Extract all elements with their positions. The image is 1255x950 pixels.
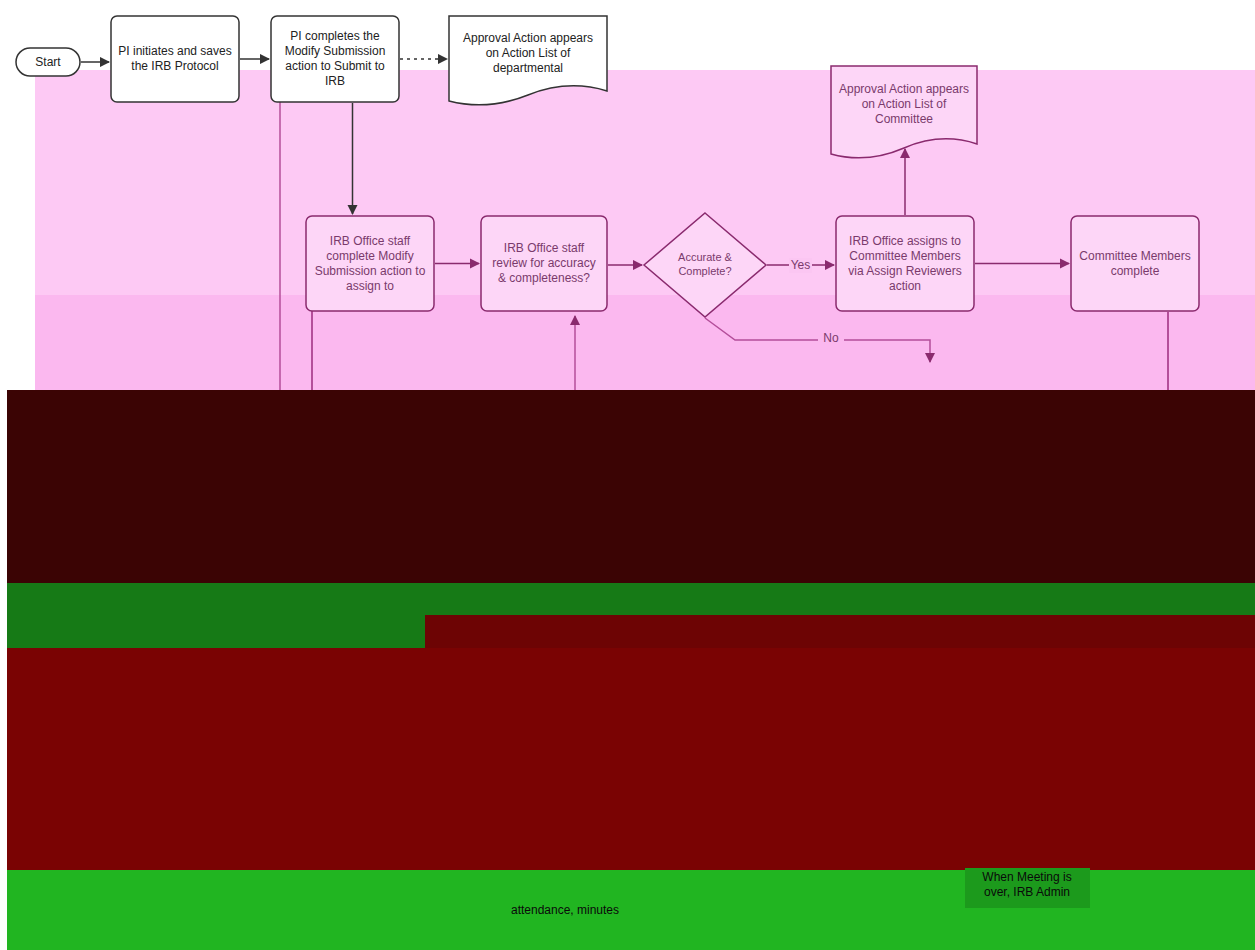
- flow-connector: [81, 61, 109, 63]
- flow-line: [705, 318, 930, 362]
- lane-band: [7, 390, 1255, 583]
- node-text: Start: [35, 55, 60, 70]
- box-outline: [111, 16, 239, 102]
- lane-band: [425, 615, 1255, 648]
- note-text: When Meeting is over, IRB Admin: [968, 870, 1086, 900]
- flow-line: [311, 300, 313, 390]
- box-outline: [1071, 216, 1199, 311]
- lane-band: [7, 648, 1255, 870]
- process-box: IRB Office staff review for accuracy & c…: [480, 215, 608, 312]
- box-outline: [306, 216, 434, 311]
- document-outline: [449, 16, 607, 105]
- flow-connector: [608, 264, 642, 266]
- node-text: Approval Action appears on Action List o…: [838, 82, 970, 127]
- document-node: Approval Action appears on Action List o…: [448, 15, 608, 107]
- node-text: PI completes the Modify Submission actio…: [278, 29, 392, 89]
- flow-connector: [975, 263, 1069, 265]
- node-text: IRB Office staff review for accuracy & c…: [488, 241, 600, 286]
- node-text: Committee Members complete: [1078, 249, 1192, 279]
- node-text: Approval Action appears on Action List o…: [456, 31, 600, 76]
- process-box: IRB Office staff complete Modify Submiss…: [305, 215, 435, 312]
- flow-connector: [400, 58, 447, 60]
- process-box: Committee Members complete: [1070, 215, 1200, 312]
- terminal-outline: [16, 48, 80, 76]
- node-text: PI initiates and saves the IRB Protocol: [118, 44, 232, 74]
- lane-band: [7, 583, 1255, 648]
- process-box: IRB Office assigns to Committee Members …: [835, 215, 975, 312]
- box-outline: [481, 216, 607, 311]
- terminal-node: Start: [15, 47, 81, 77]
- note-text: attendance, minutes: [500, 903, 630, 918]
- process-box: [965, 868, 1090, 908]
- document-node: Approval Action appears on Action List o…: [830, 65, 978, 160]
- decision-diamond: Accurate & Complete?: [643, 212, 767, 318]
- node-text: IRB Office staff complete Modify Submiss…: [313, 234, 427, 294]
- lane-line: [279, 100, 281, 390]
- flow-connector: [435, 263, 479, 265]
- lane-band: [7, 870, 1255, 950]
- node-text: IRB Office assigns to Committee Members …: [843, 234, 967, 294]
- process-box: PI initiates and saves the IRB Protocol: [110, 15, 240, 103]
- flow-connector: [352, 103, 354, 214]
- process-box: PI completes the Modify Submission actio…: [270, 15, 400, 103]
- node-text: Accurate & Complete?: [665, 251, 745, 279]
- box-outline: [271, 16, 399, 102]
- box-outline: [836, 216, 974, 311]
- flow-line: [1167, 312, 1169, 390]
- document-outline: [831, 66, 977, 158]
- flow-connector: [904, 149, 906, 215]
- flow-line: [574, 316, 576, 390]
- note-text: No: [818, 331, 844, 346]
- diamond-outline: [644, 213, 766, 317]
- edge-label: Yes: [789, 258, 813, 273]
- flow-connector: [240, 58, 269, 60]
